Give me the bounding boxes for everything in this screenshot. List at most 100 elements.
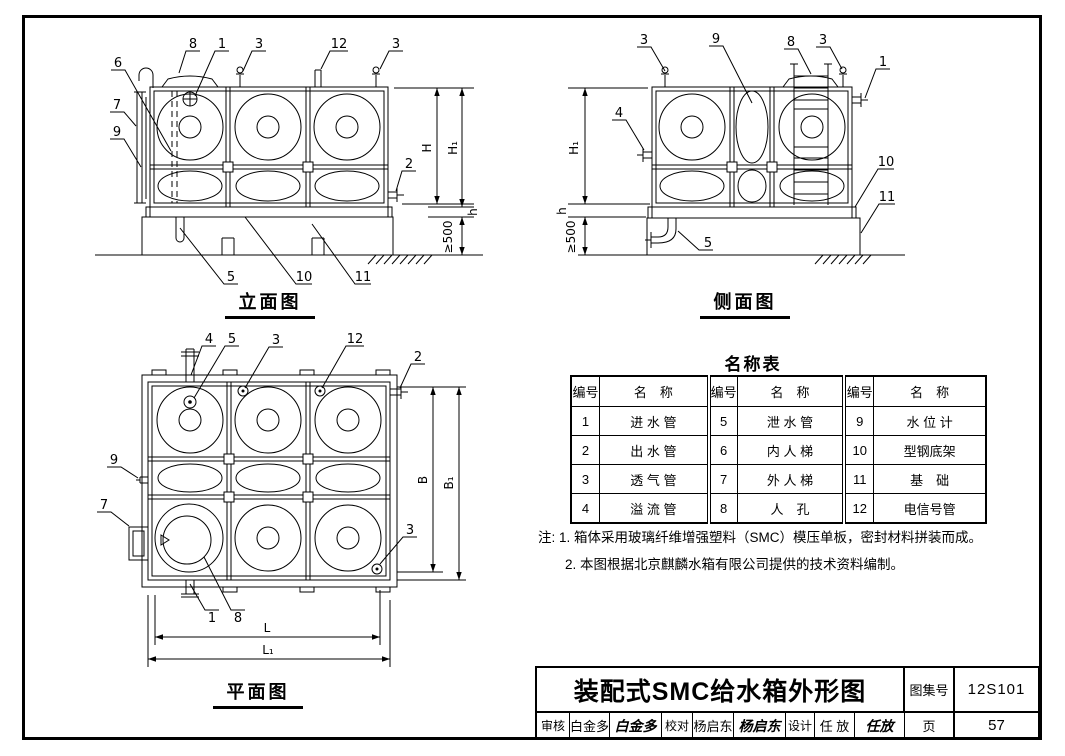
callout-1: 1	[218, 37, 226, 52]
header-no: 编号	[842, 375, 875, 407]
side-title: 侧面图	[700, 288, 790, 319]
dim-gte500: ≥500	[441, 221, 455, 254]
vent-pipes	[236, 66, 380, 87]
table-row: 1 进 水 管 5 泄 水 管 9 水 位 计	[570, 406, 987, 436]
header-no: 编号	[706, 375, 738, 407]
design-label: 设计	[786, 713, 815, 738]
title-block-top-row: 装配式SMC给水箱外形图 图集号 12S101	[537, 668, 1038, 713]
atlas-number: 12S101	[967, 681, 1026, 698]
designer-name: 任 放	[815, 713, 855, 738]
table-row: 3 透 气 管 7 外 人 梯 11 基 础	[570, 464, 987, 494]
callout-3: 3	[640, 33, 648, 48]
ground-line	[578, 254, 905, 265]
signal-pipe	[314, 69, 322, 87]
callout-4: 4	[615, 106, 623, 121]
overflow-cane-pipe	[138, 67, 154, 88]
callout-2: 2	[405, 157, 413, 172]
vent-pipe-plan	[237, 385, 383, 575]
table-row: 4 溢 流 管 8 人 孔 12 电信号管	[570, 493, 987, 524]
overflow-drain-pipes-top	[181, 348, 199, 409]
callout-3: 3	[255, 37, 263, 52]
side-drawing: H₁ h ≥500 3 9 8 3 1 4 10 11 5	[555, 32, 905, 265]
callout-5: 5	[228, 332, 236, 347]
elevation-callouts: 8 1 3 12 3 6 7 9 2 5 10 11	[110, 37, 416, 285]
callout-5: 5	[704, 236, 712, 251]
plan-drawing: B B₁ L L₁ 4 5 3 12 2 9 7 3 1 8	[97, 332, 466, 667]
dim-H1: H₁	[446, 141, 460, 155]
callout-11: 11	[355, 270, 372, 285]
atlas-number-label: 图集号	[905, 668, 955, 711]
steel-base-frame	[647, 206, 857, 219]
callout-2: 2	[414, 350, 422, 365]
callout-3: 3	[819, 33, 827, 48]
level-gauge-plan	[136, 476, 148, 484]
drain-elbow	[645, 218, 677, 248]
callout-1: 1	[208, 611, 216, 626]
drain-pipe	[175, 217, 185, 243]
manhole	[161, 75, 219, 88]
callout-12: 12	[331, 37, 348, 52]
page-number: 57	[988, 717, 1005, 734]
elevation-dimensions: H H₁ h ≥500	[394, 87, 480, 255]
callout-11: 11	[879, 190, 896, 205]
callout-8: 8	[189, 37, 197, 52]
ground-line	[95, 254, 483, 265]
page-label: 页	[905, 713, 955, 738]
outlet-pipe-plan	[390, 385, 408, 399]
sheet-border	[22, 15, 1042, 740]
callout-10: 10	[878, 155, 895, 170]
signal-pipe-plan	[314, 385, 326, 397]
callout-5: 5	[227, 270, 235, 285]
plan-tank	[141, 369, 398, 593]
external-ladder	[134, 91, 147, 204]
table-header-row: 编号 名 称 编号 名 称 编号 名 称	[570, 375, 987, 407]
callout-7: 7	[113, 98, 121, 113]
check-label: 校对	[662, 713, 693, 738]
dim-L1: L₁	[262, 643, 274, 657]
elevation-title: 立面图	[225, 288, 315, 319]
callout-8: 8	[787, 35, 795, 50]
callout-7: 7	[100, 498, 108, 513]
designer-signature: 任放	[855, 713, 905, 738]
checker-name: 杨启东	[693, 713, 734, 738]
manhole	[782, 75, 839, 88]
dim-H1: H₁	[567, 141, 581, 155]
header-name: 名 称	[599, 375, 710, 407]
dim-h: h	[555, 207, 569, 215]
callout-1: 1	[879, 55, 887, 70]
callout-3: 3	[272, 333, 280, 348]
vent-pipes	[661, 66, 847, 87]
inlet-pipe	[852, 93, 868, 107]
review-label: 审核	[537, 713, 570, 738]
side-callouts: 3 9 8 3 1 4 10 11 5	[612, 32, 895, 251]
plan-title: 平面图	[213, 678, 303, 709]
overflow-pipe	[637, 148, 652, 162]
notes: 注: 1. 箱体采用玻璃纤维增强塑料（SMC）模压单板，密封材料拼装而成。 2.…	[538, 524, 1023, 578]
plan-dimensions: B B₁ L L₁	[147, 386, 466, 667]
header-no: 编号	[570, 375, 601, 407]
checker-signature: 杨启东	[734, 713, 786, 738]
callout-12: 12	[347, 332, 364, 347]
side-dimensions: H₁ h ≥500	[555, 87, 650, 255]
callout-10: 10	[296, 270, 313, 285]
dim-H: H	[420, 143, 434, 152]
callout-3: 3	[406, 523, 414, 538]
external-ladder-plan	[128, 526, 149, 561]
reviewer-signature: 白金多	[610, 713, 662, 738]
side-tank	[651, 86, 853, 208]
outlet-pipe	[388, 188, 404, 202]
steel-base-frame	[145, 206, 393, 218]
header-name: 名 称	[873, 375, 987, 407]
header-name: 名 称	[736, 375, 845, 407]
foundation	[646, 217, 861, 256]
table-row: 2 出 水 管 6 内 人 梯 10 型钢底架	[570, 435, 987, 465]
parts-table-title: 名称表	[724, 355, 782, 374]
note-line-1: 注: 1. 箱体采用玻璃纤维增强塑料（SMC）模压单板，密封材料拼装而成。	[538, 530, 983, 545]
elevation-drawing: H H₁ h ≥500 8 1 3 12 3 6 7 9 2 5 10 11	[95, 37, 483, 285]
dim-L: L	[264, 621, 271, 635]
dim-h: h	[466, 208, 480, 216]
callout-3: 3	[392, 37, 400, 52]
dim-gte500: ≥500	[564, 221, 578, 254]
reviewer-name: 白金多	[570, 713, 610, 738]
